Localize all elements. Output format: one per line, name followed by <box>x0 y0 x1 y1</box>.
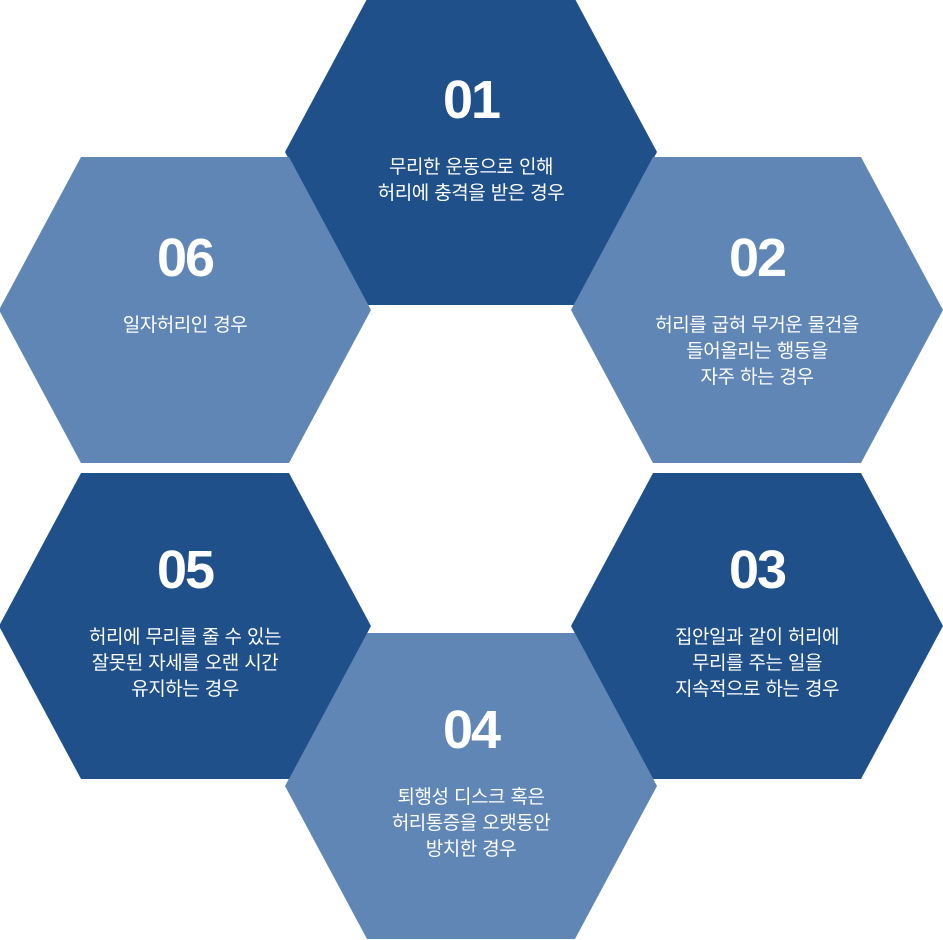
hex-desc-line: 지속적으로 하는 경우 <box>675 678 839 700</box>
hex-desc-line: 허리에 무리를 줄 수 있는 <box>89 626 281 648</box>
hex-number: 03 <box>728 540 787 600</box>
hex-desc-line: 유지하는 경우 <box>131 678 239 700</box>
hex-content-05: 05 허리에 무리를 줄 수 있는 잘못된 자세를 오랜 시간 유지하는 경우 <box>35 540 335 702</box>
hex-desc-line: 집안일과 같이 허리에 <box>675 626 839 648</box>
hex-number: 02 <box>728 228 787 288</box>
hexagon-01 <box>285 0 657 305</box>
hex-desc-line: 허리에 충격을 받은 경우 <box>377 182 565 204</box>
hexagon-02 <box>571 157 943 463</box>
hex-content-04: 04 퇴행성 디스크 혹은 허리통증을 오랫동안 방치한 경우 <box>321 700 621 862</box>
hex-desc-line: 자주 하는 경우 <box>700 366 814 388</box>
hex-desc-line: 허리통증을 오랫동안 <box>391 812 551 834</box>
hexagon-04 <box>285 633 657 939</box>
hexagon-06 <box>0 157 371 463</box>
hex-desc-line: 방치한 경우 <box>425 838 517 860</box>
hex-desc-line: 퇴행성 디스크 혹은 <box>397 786 545 808</box>
hex-desc-line: 들어올리는 행동을 <box>686 340 828 362</box>
hex-desc-line: 잘못된 자세를 오랜 시간 <box>91 652 279 674</box>
hex-number: 05 <box>156 540 215 600</box>
hex-number: 06 <box>156 228 215 288</box>
hex-content-02: 02 허리를 굽혀 무거운 물건을 들어올리는 행동을 자주 하는 경우 <box>607 228 907 390</box>
hex-desc-line: 무리를 주는 일을 <box>692 652 822 674</box>
hex-desc-line: 무리한 운동으로 인해 <box>389 156 553 178</box>
hex-desc-line: 일자허리인 경우 <box>122 314 248 336</box>
hex-content-01: 01 무리한 운동으로 인해 허리에 충격을 받은 경우 <box>321 70 621 206</box>
hex-content-06: 06 일자허리인 경우 <box>35 228 335 338</box>
hex-number: 01 <box>442 70 501 130</box>
hexagon-05 <box>0 473 371 779</box>
hex-desc-line: 허리를 굽혀 무거운 물건을 <box>655 314 859 336</box>
hex-content-03: 03 집안일과 같이 허리에 무리를 주는 일을 지속적으로 하는 경우 <box>607 540 907 702</box>
hex-number: 04 <box>442 700 501 760</box>
hexagon-03 <box>571 473 943 779</box>
